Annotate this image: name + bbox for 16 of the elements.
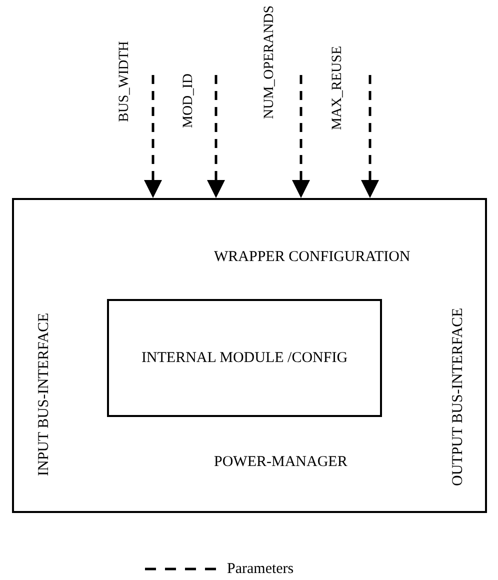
section-label: WRAPPER CONFIGURATION [214,248,410,267]
module-label: INTERNAL MODULE /CONFIG [141,348,348,368]
wrapper-box [12,198,487,513]
parameter-label: MAX_REUSE [331,46,345,130]
parameter-label: BUS_WIDTH [118,41,132,122]
dashed-arrow [144,75,162,198]
dashed-arrow [361,75,379,198]
section-label: POWER-MANAGER [214,453,348,472]
module-box [107,299,382,417]
dashed-arrow [207,75,225,198]
parameter-label: MOD_ID [182,74,196,128]
parameter-label: NUM_OPERANDS [263,5,277,119]
legend-label: Parameters [227,560,294,579]
interface-label: INPUT BUS-INTERFACE [35,312,53,476]
interface-label: OUTPUT BUS-INTERFACE [449,306,467,486]
dashed-arrow [292,75,310,198]
